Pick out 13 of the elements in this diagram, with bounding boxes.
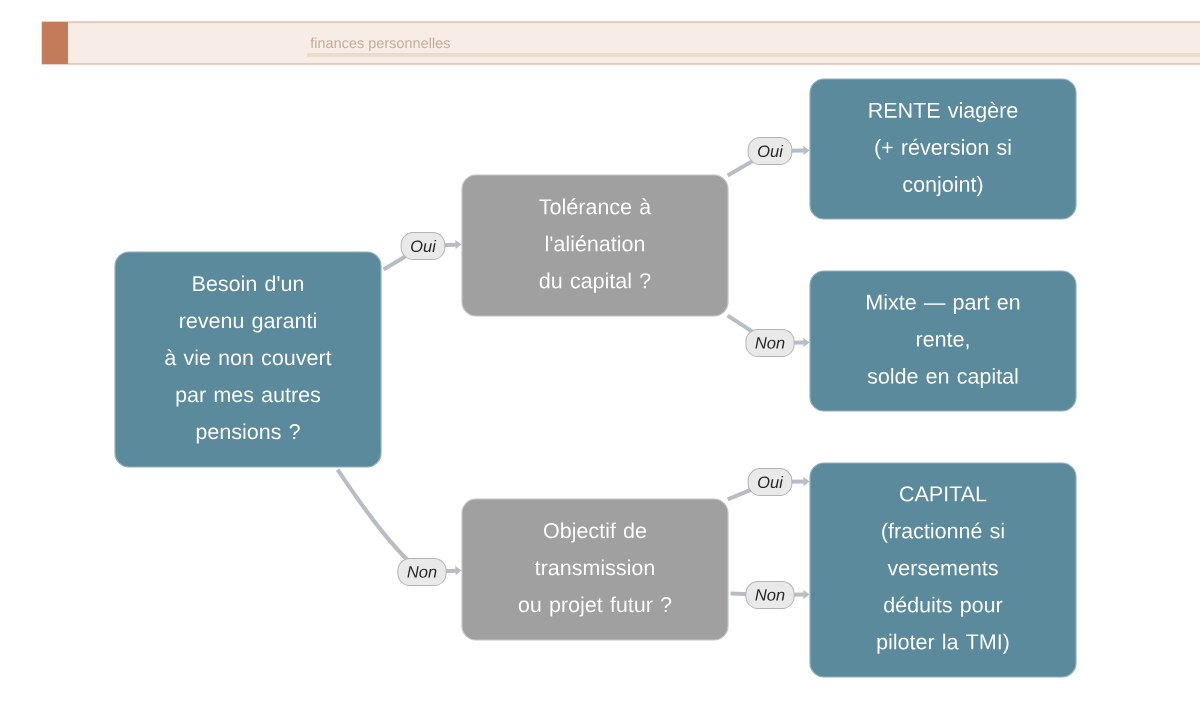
edge-label: Oui [747, 137, 793, 165]
section-label: finances personnelles [310, 37, 450, 51]
outcome-box: CAPITAL (fractionné si versements déduits pour piloter la TMI) [809, 462, 1077, 678]
question-box: Tolérance à l'aliénation du capital ? [461, 174, 729, 317]
edge-label: Non [745, 581, 795, 609]
question-box: Besoin d'un revenu garanti à vie non couvert par mes autres pensions ? [114, 251, 382, 468]
edge-label: Oui [747, 468, 793, 496]
edge-label: Non [745, 329, 795, 357]
edge-label: Oui [400, 232, 446, 260]
edge-label: Non [397, 558, 447, 586]
outcome-box: Mixte — part en rente, solde en capital [809, 270, 1077, 412]
question-box: Objectif de transmission ou projet futur ? [461, 498, 729, 641]
outcome-box: RENTE viagère (+ réversion si conjoint) [809, 78, 1077, 220]
